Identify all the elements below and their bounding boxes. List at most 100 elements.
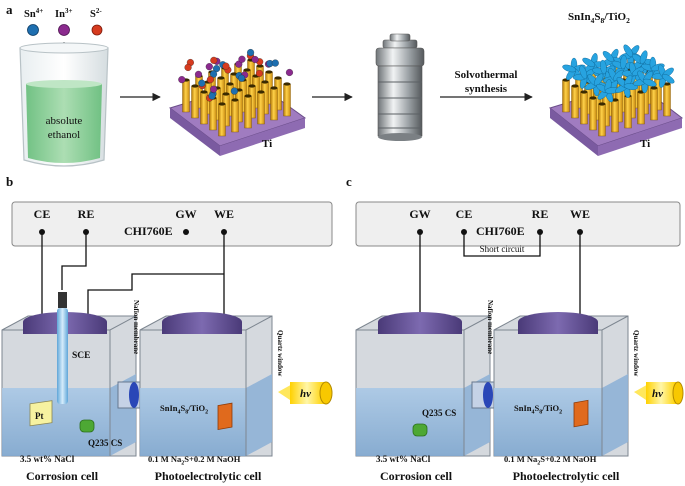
ion-sphere [210,85,218,93]
product-label: SnIn4S8/TiO2 [568,11,630,25]
sn-ion-label: Sn [24,9,36,20]
ion-sphere [238,74,246,82]
beaker-label-line2: ethanol [48,129,80,141]
electrolyte-right-b: 0.1 M Na2S+0.2 M NaOH [148,454,241,467]
photoanode-b [217,402,233,431]
in-ion-charge: 3+ [65,7,73,15]
pt-electrode [29,400,53,427]
nanotube [611,98,619,133]
nanotube [571,84,579,119]
workstation-label-b: CHI760E [124,224,173,238]
electrolyte-left-c: 3.5 wt% NaCl [376,454,431,464]
workstation-box-c [355,201,681,247]
membrane-label-b: Nafion membrane [132,300,140,354]
nanotube [231,98,239,133]
q235-electrode-c [412,423,428,437]
photoanode-label-b: SnIn4S8/TiO2 [160,403,208,416]
ion-sphere [210,56,218,64]
terminal-gw-b: GW [175,207,196,221]
step-label-line1: Solvothermal [455,69,518,81]
nanotube [182,78,190,113]
ion-sphere [238,55,246,63]
light-source-c: hν [634,381,684,405]
workstation-label-c: CHI760E [476,224,525,238]
svg-text:In3+: In3+ [55,7,72,20]
cell-caption-right-b: Photoelectrolytic cell [155,469,262,483]
terminal-ce-b: CE [34,207,51,221]
photoanode-label-c: SnIn4S8/TiO2 [514,403,562,416]
electrolyte-right-c: 0.1 M Na2S+0.2 M NaOH [504,454,597,467]
nanotube [209,96,217,131]
nanotube [580,90,588,125]
photoanode-c [573,399,589,428]
nanotube [270,86,278,121]
beaker: absolute ethanol [19,42,109,167]
ion-sphere [205,63,213,71]
nanotube [598,102,606,137]
ion-sphere [184,63,192,71]
cell-caption-left-b: Corrosion cell [26,469,99,483]
sn-ion-charge: 4+ [36,7,44,15]
product-substrate: Ti [548,44,684,156]
nanosheet-flower [633,70,657,94]
nanosheet-flower [596,79,620,103]
nanotube [650,86,658,121]
nanotube [663,82,671,117]
nanotube [200,90,208,125]
sulfide-nanosheets [562,44,675,103]
in-ion-label: In [55,9,65,20]
nanosheet-flower [651,64,675,88]
ion-cluster [178,49,294,102]
nanotube [637,90,645,125]
s-ion-label: S [90,9,96,20]
in-ion-marker [58,24,70,36]
panel-b-label: b [6,174,13,189]
terminal-we-c: WE [570,207,590,221]
window-label-c: Quartz window [632,330,640,377]
ion-sphere [222,62,230,70]
q235-electrode-b [79,419,95,433]
nanotube [218,102,226,137]
step-label-line2: synthesis [465,83,508,95]
panel-c-label: c [346,174,352,189]
autoclave [375,33,425,141]
nanotube [261,80,269,115]
ion-sphere [198,79,206,87]
panel-a: a Sn4+ In3+ S2- absolute ethanol Ti [6,2,684,167]
ion-sphere [271,59,279,67]
ti-substrate-with-ions: Ti [168,49,307,156]
terminal-we-b: WE [214,207,234,221]
short-circuit-label: Short circuit [480,244,525,254]
q235-label-b: Q235 CS [88,438,122,448]
corrosion-cell-b: SCE Pt Q235 CS 3.5 wt% NaCl [1,292,137,464]
ethanol-solution [26,84,102,163]
light-label-b: hν [300,388,311,400]
ion-sphere [255,69,263,77]
pt-label: Pt [35,411,44,421]
ion-sphere [209,70,218,78]
sce-electrode [57,308,68,404]
nanotube [257,90,265,125]
panel-a-label: a [6,2,13,17]
corrosion-cell-c: Q235 CS 3.5 wt% NaCl [355,312,491,464]
window-label-b: Quartz window [276,330,284,377]
nanotube [562,78,570,113]
light-source-b: hν [278,381,333,405]
cell-caption-left-c: Corrosion cell [380,469,453,483]
terminal-re-c: RE [532,207,549,221]
s-ion-charge: 2- [96,7,103,15]
svg-text:Sn4+: Sn4+ [24,7,43,20]
membrane-label-c: Nafion membrane [486,300,494,354]
photo-cell-b: SnIn4S8/TiO2 0.1 M Na2S+0.2 M NaOH Quart… [139,312,284,467]
substrate-label: Ti [262,138,272,150]
svg-text:S2-: S2- [90,7,102,20]
terminal-re-b: RE [78,207,95,221]
photo-cell-c: SnIn4S8/TiO2 0.1 M Na2S+0.2 M NaOH Quart… [493,312,640,467]
terminal-gw-c: GW [409,207,430,221]
s-ion-marker [91,24,103,36]
substrate-label-2: Ti [640,138,650,150]
ion-sphere [230,87,238,95]
ion-sphere [247,49,255,57]
nanotube [244,94,252,129]
